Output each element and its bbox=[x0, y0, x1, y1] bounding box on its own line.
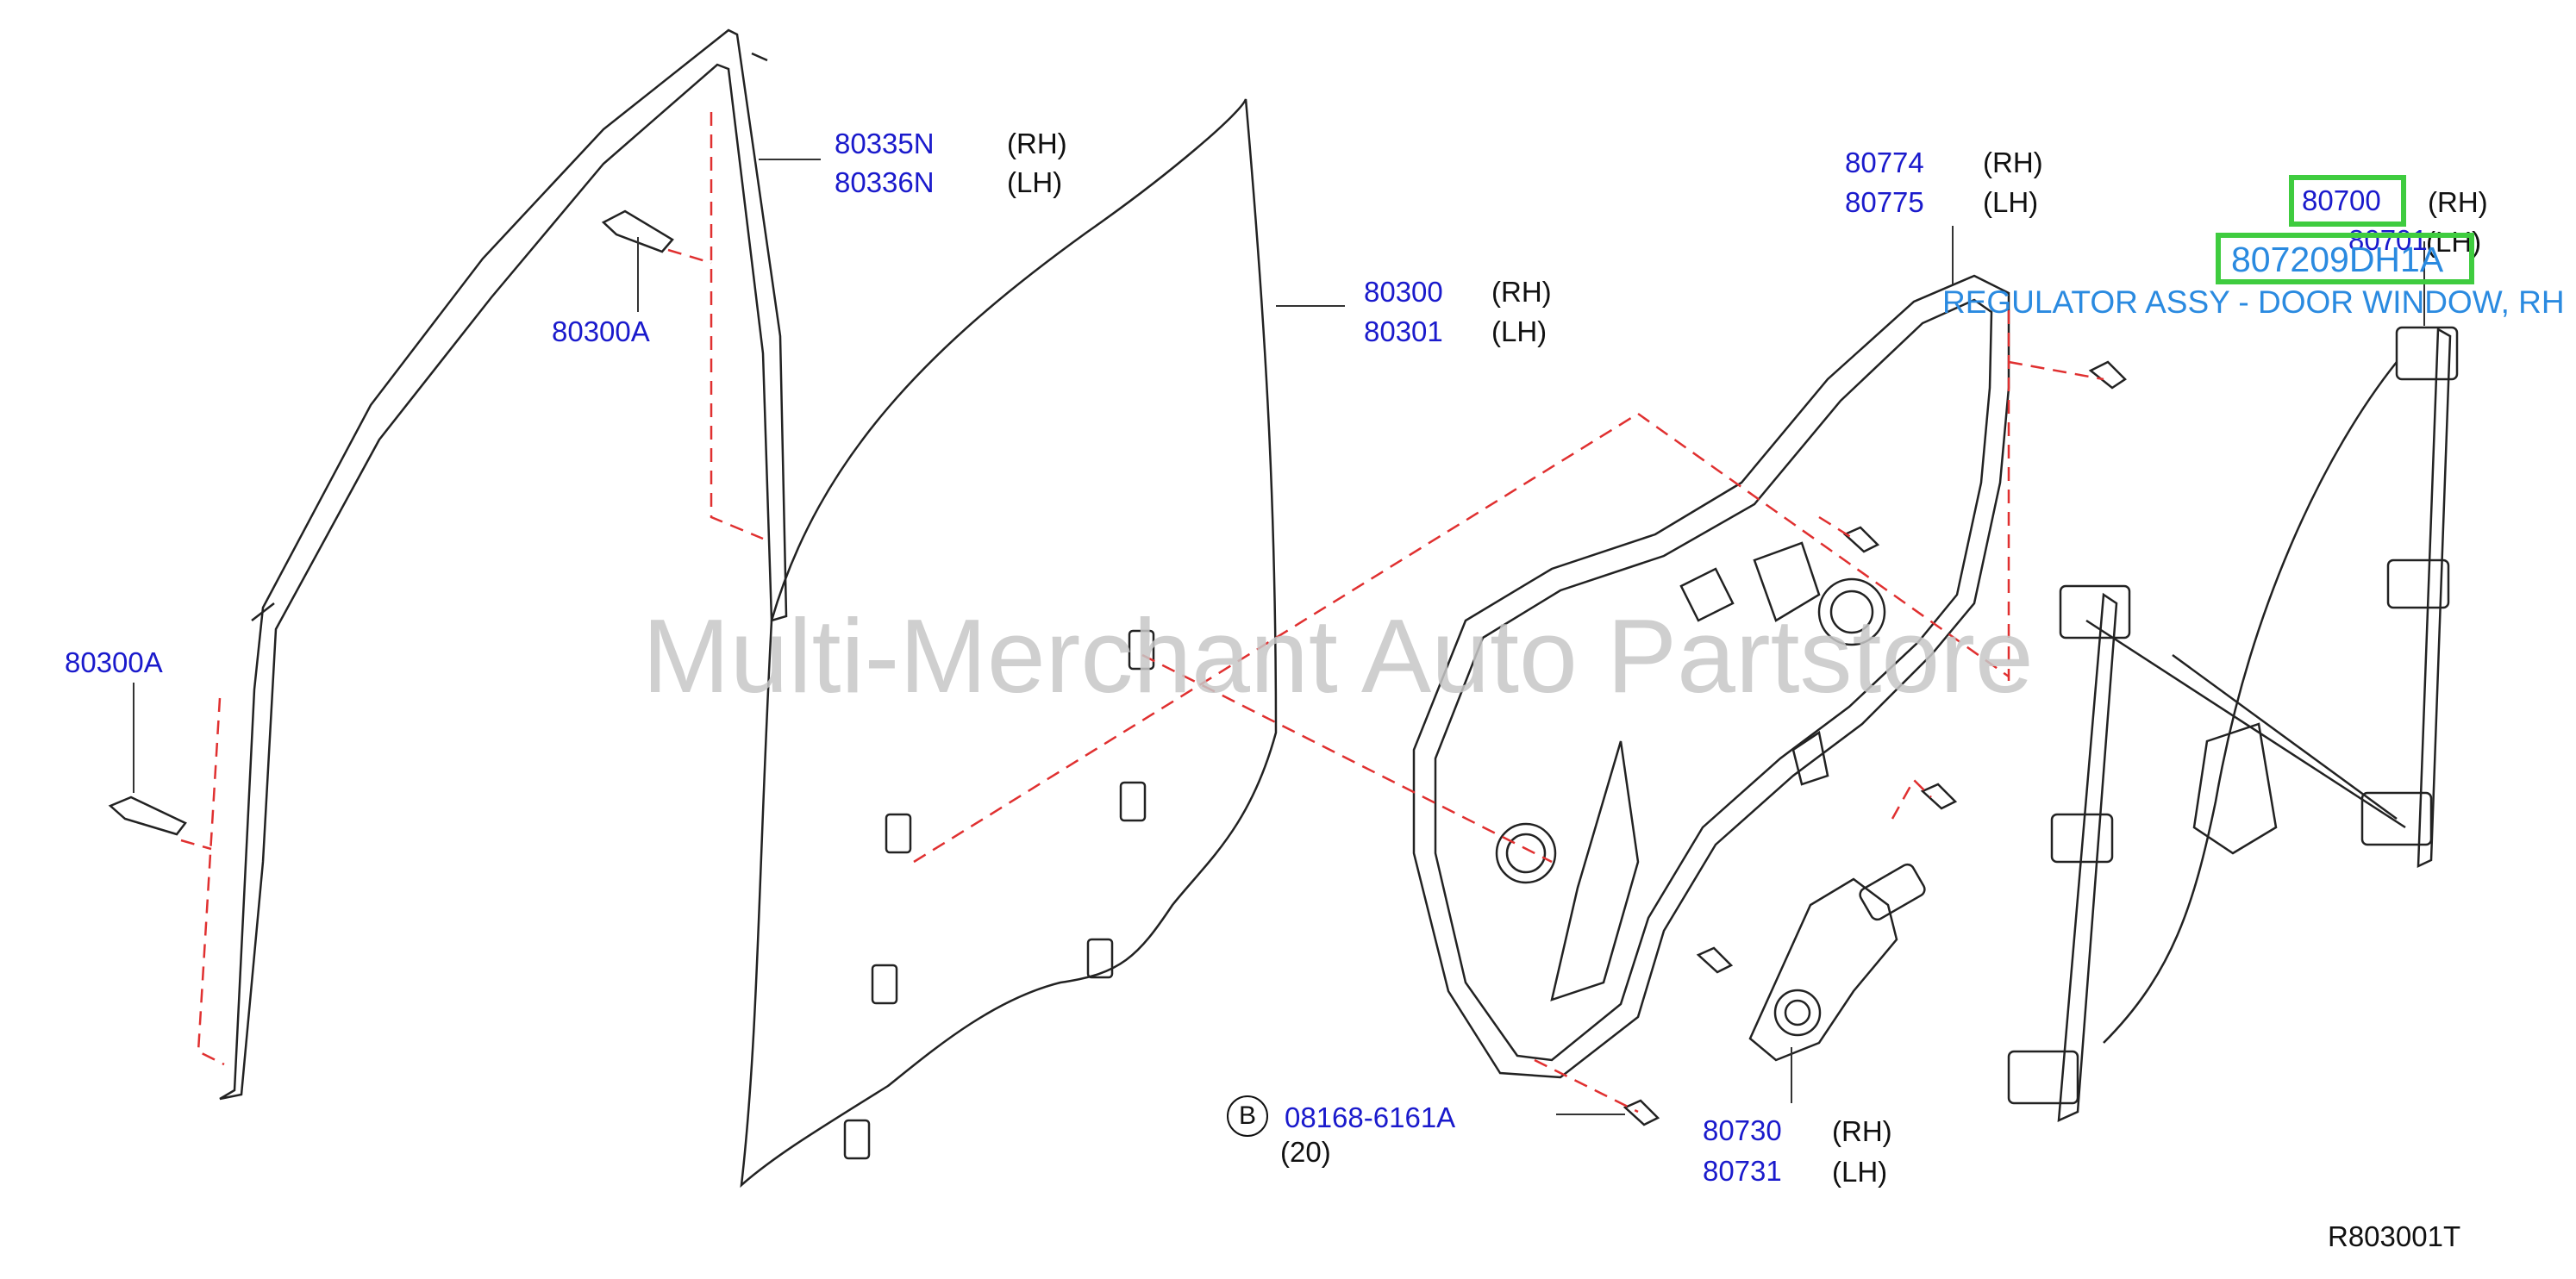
regulator-motor-illustration bbox=[1748, 863, 1926, 1062]
side-label-glass-rh: (RH) bbox=[1491, 276, 1552, 308]
side-label-glass-lh: (LH) bbox=[1491, 315, 1547, 347]
part-number-regulator-rh[interactable]: 80700 bbox=[2302, 184, 2381, 216]
alignment-guide-lines bbox=[180, 112, 2104, 1114]
part-number-sash-rh[interactable]: 80335N bbox=[835, 128, 935, 159]
highlight-box-regulator bbox=[2289, 175, 2406, 227]
side-label-sash-rh: (RH) bbox=[1007, 128, 1067, 159]
highlight-box-oem-number bbox=[2216, 233, 2474, 284]
part-number-sash-lh[interactable]: 80336N bbox=[835, 166, 935, 198]
part-number-glass-lh[interactable]: 80301 bbox=[1364, 315, 1443, 347]
door-module-panel-illustration bbox=[1412, 274, 2010, 1079]
bolt-b-quantity: (20) bbox=[1280, 1136, 1331, 1168]
side-label-motor-lh: (LH) bbox=[1832, 1156, 1888, 1188]
side-label-sash-lh: (LH) bbox=[1007, 166, 1063, 198]
part-number-bolt-lower[interactable]: 80300A bbox=[65, 646, 163, 678]
side-label-panel-lh: (LH) bbox=[1983, 186, 2039, 218]
side-label-panel-rh: (RH) bbox=[1983, 147, 2043, 178]
highlighted-part-description: REGULATOR ASSY - DOOR WINDOW, RH bbox=[1942, 284, 2565, 320]
highlighted-part-number[interactable]: 807209DH1A bbox=[2231, 240, 2444, 279]
part-number-bolt-b[interactable]: 08168-6161A bbox=[1285, 1101, 1456, 1133]
side-label-regulator-rh: (RH) bbox=[2428, 186, 2488, 218]
part-number-panel-lh[interactable]: 80775 bbox=[1845, 186, 1924, 218]
part-number-regulator-lh[interactable]: 80701 bbox=[2348, 224, 2428, 256]
window-sash-illustration bbox=[219, 28, 788, 1101]
part-number-motor-lh[interactable]: 80731 bbox=[1703, 1155, 1782, 1187]
part-number-panel-rh[interactable]: 80774 bbox=[1845, 147, 1924, 178]
side-label-motor-rh: (RH) bbox=[1832, 1115, 1892, 1147]
part-number-bolt-upper[interactable]: 80300A bbox=[552, 315, 650, 347]
part-number-glass-rh[interactable]: 80300 bbox=[1364, 276, 1443, 308]
reference-marker-b: B bbox=[1227, 1095, 1268, 1137]
window-regulator-illustration bbox=[2007, 326, 2459, 1123]
bolt-hardware-illustration bbox=[108, 209, 2127, 1126]
diagram-code: R803001T bbox=[2328, 1220, 2461, 1252]
watermark: Multi-Merchant Auto Partstore bbox=[642, 597, 2034, 714]
part-number-motor-rh[interactable]: 80730 bbox=[1703, 1114, 1782, 1146]
door-glass-illustration bbox=[740, 98, 1278, 1189]
